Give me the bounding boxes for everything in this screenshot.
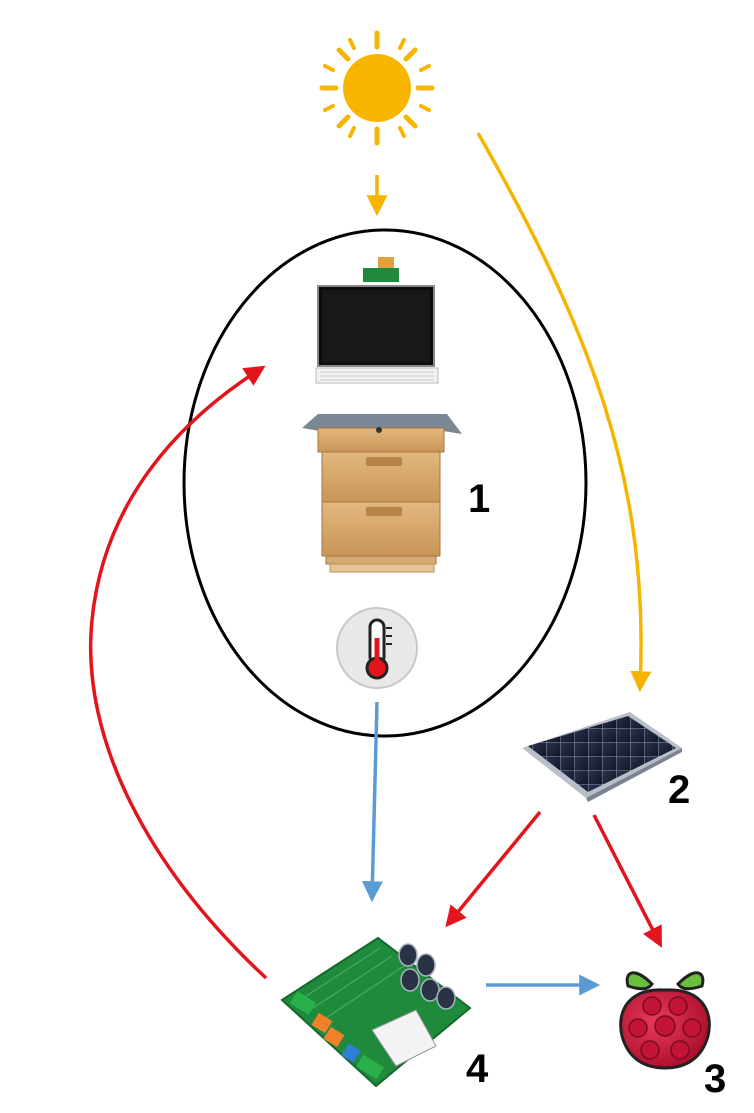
- circuit-board-icon: [280, 936, 472, 1088]
- data-arrow-thermometer-to-board: [361, 701, 383, 903]
- thermometer-icon: [336, 607, 418, 689]
- solar-panel-label: 2: [668, 768, 690, 812]
- power-arrow-panel-to-board: [445, 810, 542, 928]
- hive-label: 1: [468, 477, 490, 521]
- raspberry-pi-icon: [619, 971, 711, 1070]
- beehive-icon: [302, 414, 462, 573]
- raspberry-pi-label: 3: [704, 1057, 726, 1101]
- sunlight-arrow-to-solar-panel: [476, 132, 652, 693]
- power-arrow-board-to-display: [89, 365, 268, 980]
- solar-panel-icon: [522, 712, 682, 802]
- sun-icon: [319, 30, 435, 146]
- controller-board-label: 4: [466, 1047, 489, 1091]
- display-panel-icon: [315, 257, 439, 384]
- hive-enclosure-outline: [182, 228, 588, 738]
- power-arrow-panel-to-raspberry-pi: [592, 814, 662, 948]
